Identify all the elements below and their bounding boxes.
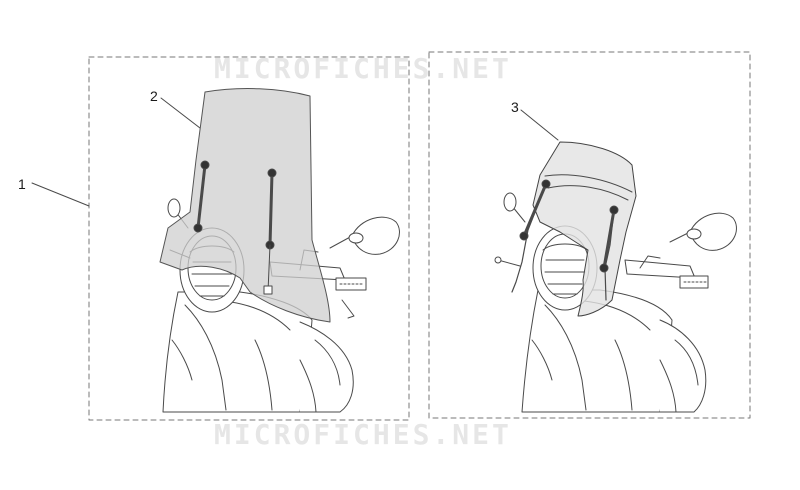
group-box-kit-3 [428,51,751,419]
scooter-left [159,88,400,413]
callout-3: 3 [511,99,519,115]
leader-line-1 [31,182,90,207]
callout-2: 2 [150,88,158,104]
leader-line-2 [160,97,201,129]
leader-line-3 [520,109,559,141]
group-box-kit-1 [88,56,410,421]
scooter-right [494,141,737,413]
windscreen-tall [159,88,331,323]
callout-1: 1 [18,176,26,192]
windscreen-short [532,141,637,317]
watermark-bottom: MICROFICHES.NET [214,418,512,451]
